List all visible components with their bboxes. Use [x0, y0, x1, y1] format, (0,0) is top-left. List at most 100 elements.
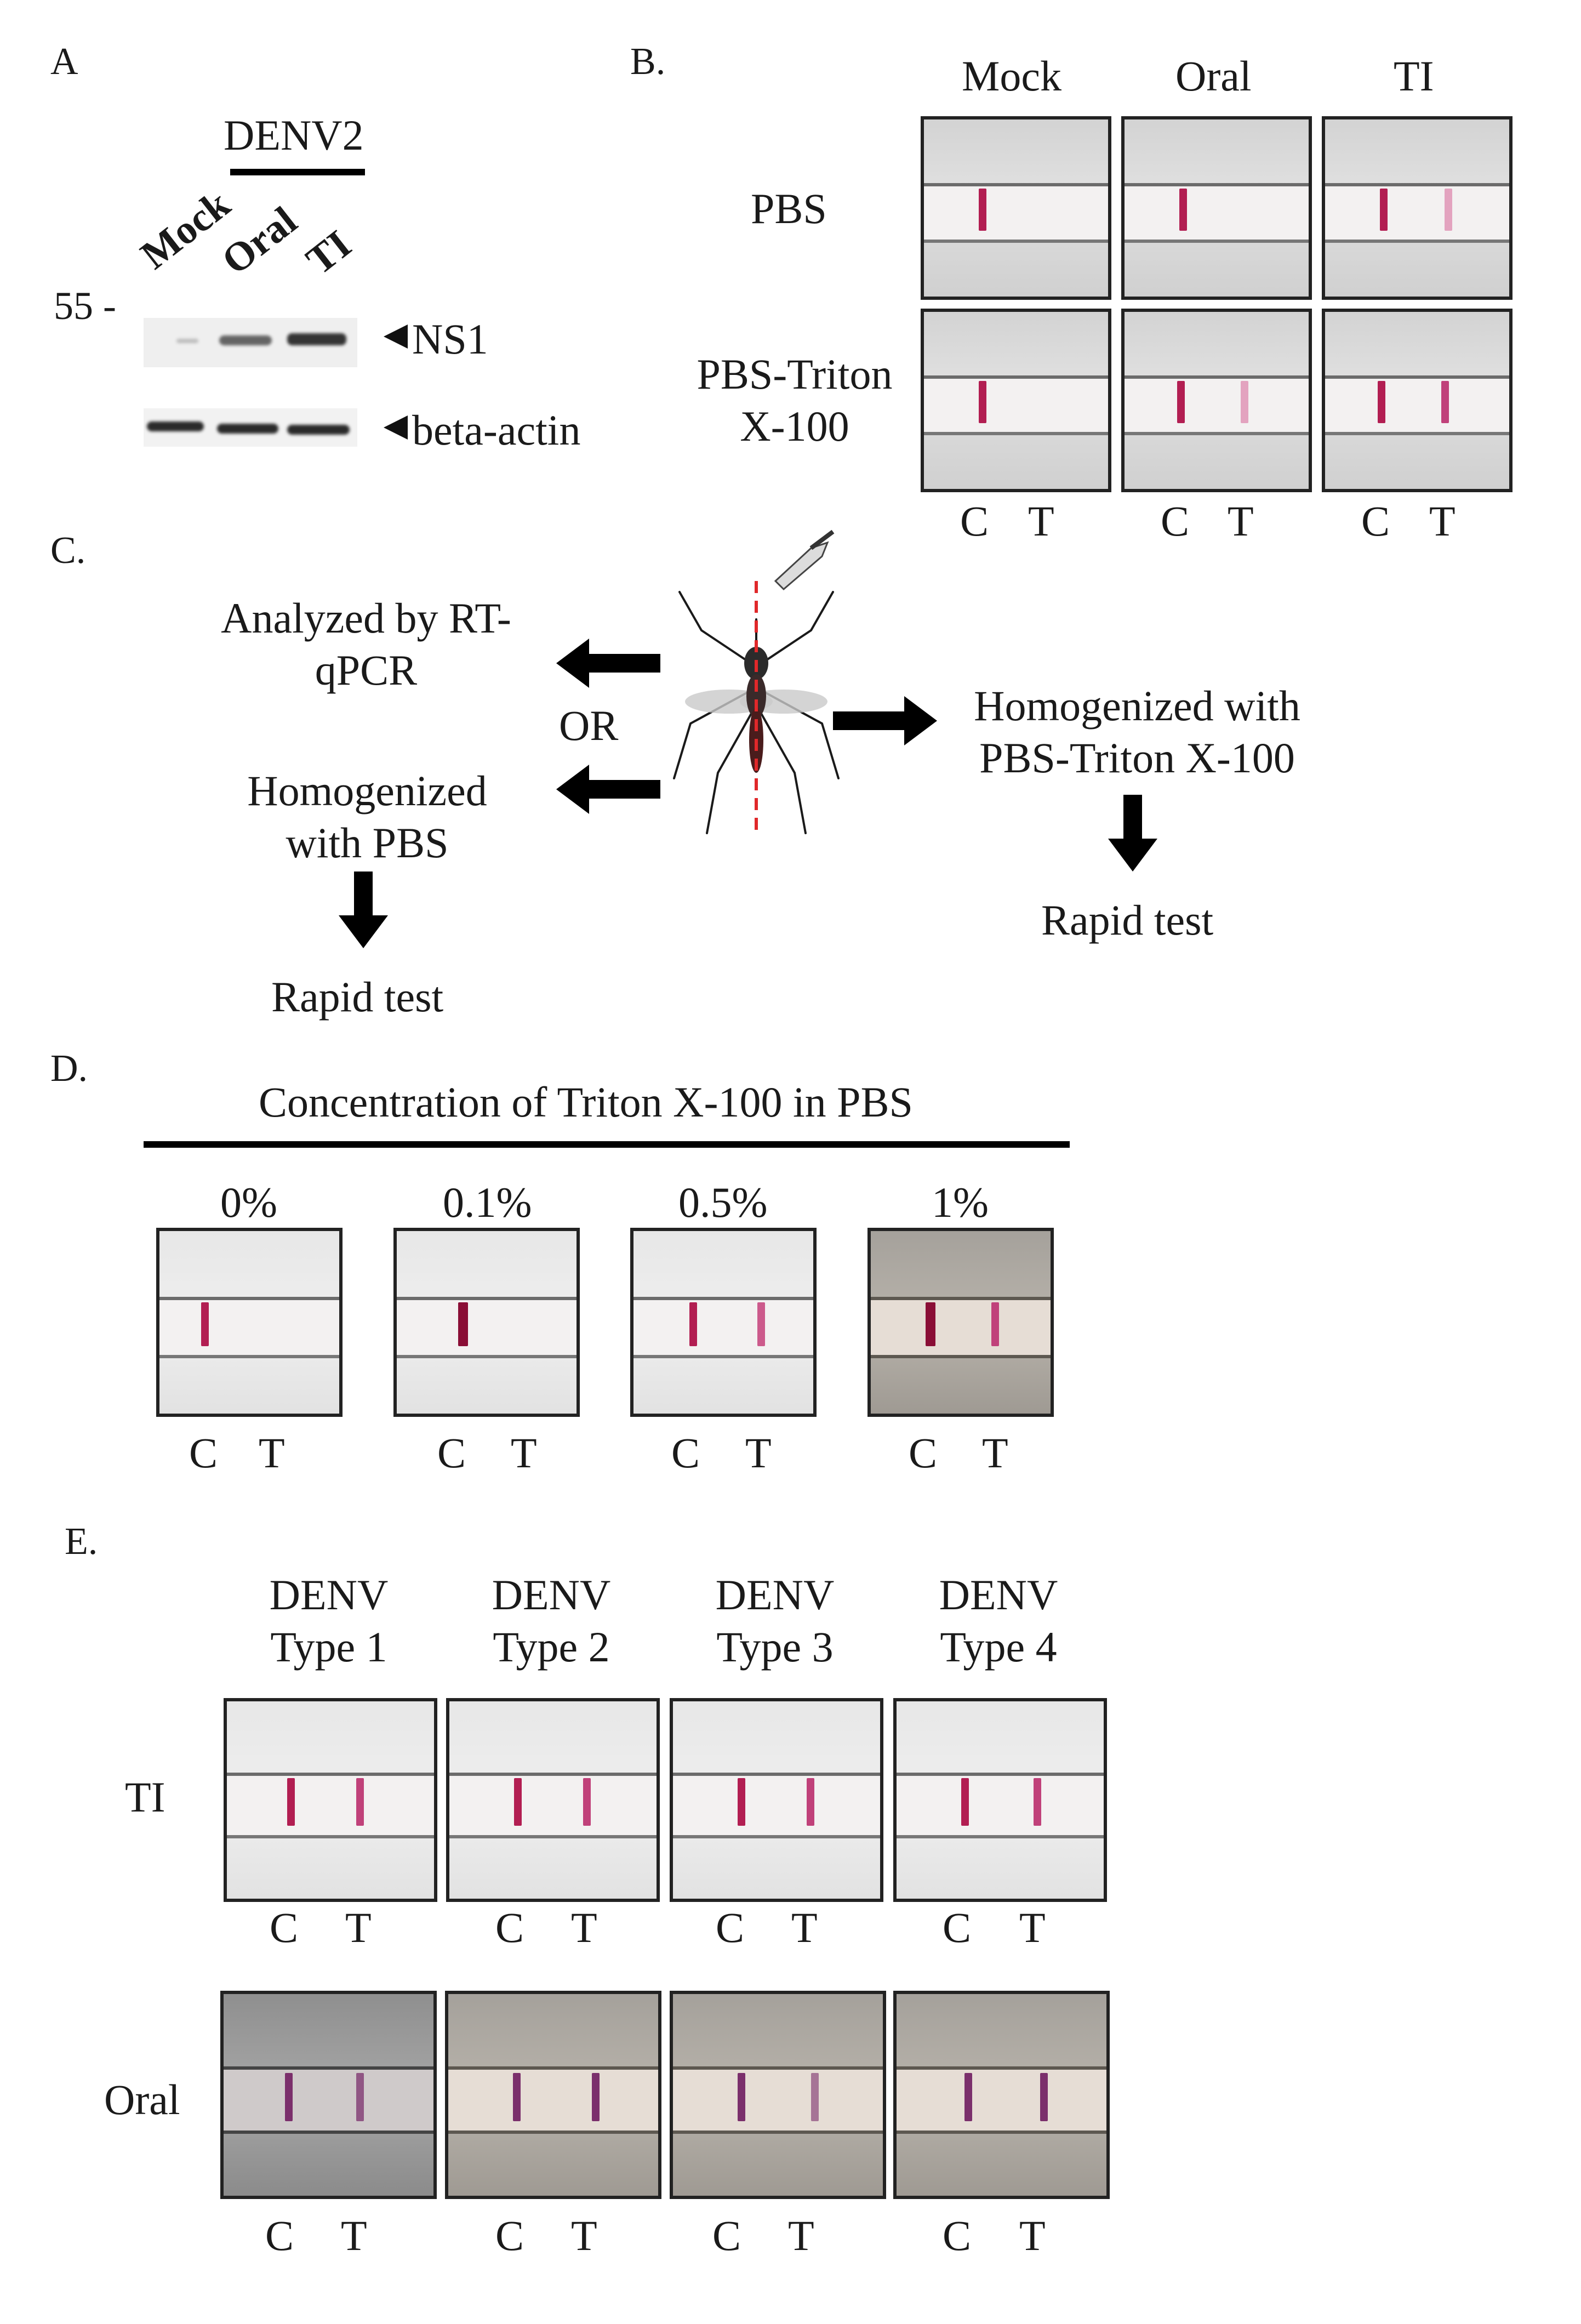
- e-oral-t-label-1: T: [341, 2212, 367, 2259]
- d-c-label-1: C: [189, 1429, 218, 1477]
- cassette-triton-0-5: [630, 1228, 817, 1417]
- cassette-ti-denv1: [224, 1698, 437, 1902]
- cassette-oral-denv2: [445, 1991, 661, 2199]
- actin-band-ti: [287, 425, 350, 435]
- actin-arrow-icon: [384, 415, 408, 440]
- e-ti-t-label-2: T: [571, 1904, 597, 1951]
- b-c-label-3: C: [1361, 497, 1390, 545]
- mosquito-illustration: [673, 529, 840, 834]
- d-c-label-2: C: [437, 1429, 466, 1477]
- cassette-triton-0: [156, 1228, 343, 1417]
- column-denv-type-1: DENV Type 1: [269, 1571, 389, 1671]
- b-t-label-1: T: [1028, 497, 1054, 545]
- panel-e-label: E.: [65, 1520, 98, 1563]
- homogenized-with-pbs: Homogenized with PBS: [247, 767, 487, 867]
- lane-label-mock: Mock: [132, 181, 238, 278]
- d-t-label-3: T: [745, 1429, 772, 1477]
- column-oral: Oral: [1175, 52, 1252, 100]
- column-ti: TI: [1394, 52, 1434, 100]
- cassette-pbs-mock: [921, 116, 1111, 300]
- conc-1: 1%: [932, 1178, 989, 1226]
- row-pbs: PBS: [751, 185, 827, 232]
- cassette-triton-oral: [1121, 309, 1312, 492]
- e-ti-t-label-1: T: [345, 1904, 372, 1951]
- group-bracket: [230, 169, 365, 175]
- band-label-beta-actin: beta-actin: [412, 406, 581, 454]
- cassette-oral-denv4: [893, 1991, 1110, 2199]
- actin-band-oral: [217, 424, 278, 434]
- triton-concentration-title: Concentration of Triton X-100 in PBS: [259, 1078, 913, 1126]
- cassette-oral-denv1: [220, 1991, 437, 2199]
- b-c-label-1: C: [960, 497, 989, 545]
- size-marker: 55 -: [54, 284, 116, 328]
- ns1-band-ti: [287, 333, 346, 345]
- arrow-down-right-icon: [1108, 795, 1157, 872]
- panel-b-label: B.: [630, 41, 666, 83]
- b-c-label-2: C: [1161, 497, 1190, 545]
- e-ti-c-label-2: C: [495, 1904, 524, 1951]
- e-oral-c-label-3: C: [712, 2212, 741, 2259]
- e-oral-c-label-1: C: [265, 2212, 294, 2259]
- panel-c-label: C.: [50, 529, 86, 572]
- e-ti-c-label-4: C: [943, 1904, 972, 1951]
- e-oral-t-label-3: T: [788, 2212, 814, 2259]
- e-oral-c-label-2: C: [495, 2212, 524, 2259]
- or-label: OR: [559, 702, 619, 749]
- cassette-ti-denv2: [446, 1698, 660, 1902]
- b-t-label-2: T: [1228, 497, 1254, 545]
- d-c-label-4: C: [909, 1429, 938, 1477]
- d-t-label-1: T: [259, 1429, 285, 1477]
- e-ti-t-label-3: T: [791, 1904, 818, 1951]
- conc-0-1: 0.1%: [443, 1178, 532, 1226]
- arrow-down-left-icon: [339, 872, 388, 948]
- e-ti-t-label-4: T: [1019, 1904, 1046, 1951]
- lane-label-ti: TI: [298, 221, 360, 284]
- e-ti-c-label-1: C: [270, 1904, 299, 1951]
- e-oral-t-label-2: T: [571, 2212, 597, 2259]
- arrow-left-bottom-icon: [556, 765, 660, 814]
- ns1-band-mock: [176, 339, 198, 343]
- conc-0-5: 0.5%: [678, 1178, 768, 1226]
- cassette-triton-ti: [1322, 309, 1512, 492]
- cassette-ti-denv4: [893, 1698, 1107, 1902]
- cassette-triton-0-1: [393, 1228, 580, 1417]
- ns1-band-oral: [219, 335, 272, 345]
- title-bar: [144, 1141, 1070, 1148]
- western-blot-ns1: [144, 318, 357, 367]
- cassette-pbs-oral: [1121, 116, 1312, 300]
- row-ti: TI: [125, 1773, 165, 1821]
- band-label-ns1: NS1: [412, 315, 488, 363]
- group-label-denv2: DENV2: [224, 111, 364, 159]
- arrow-right-icon: [833, 696, 937, 745]
- e-oral-t-label-4: T: [1019, 2212, 1046, 2259]
- row-oral: Oral: [104, 2076, 180, 2123]
- rapid-test-left: Rapid test: [271, 973, 444, 1021]
- b-t-label-3: T: [1429, 497, 1456, 545]
- ns1-arrow-icon: [384, 324, 408, 349]
- column-denv-type-2: DENV Type 2: [492, 1571, 611, 1671]
- column-denv-type-3: DENV Type 3: [715, 1571, 835, 1671]
- western-blot-actin: [144, 408, 357, 447]
- cassette-triton-mock: [921, 309, 1111, 492]
- cassette-ti-denv3: [670, 1698, 883, 1902]
- e-ti-c-label-3: C: [716, 1904, 745, 1951]
- column-mock: Mock: [962, 52, 1061, 100]
- d-c-label-3: C: [671, 1429, 700, 1477]
- cassette-oral-denv3: [670, 1991, 886, 2199]
- cassette-triton-1: [867, 1228, 1054, 1417]
- panel-a-label: A: [50, 41, 78, 83]
- conc-0: 0%: [220, 1178, 277, 1226]
- actin-band-mock: [147, 421, 204, 431]
- d-t-label-4: T: [982, 1429, 1008, 1477]
- d-t-label-2: T: [511, 1429, 537, 1477]
- arrow-left-top-icon: [556, 639, 660, 688]
- cassette-pbs-ti: [1322, 116, 1512, 300]
- analyzed-by-rtqpcr: Analyzed by RT-qPCR: [221, 594, 511, 694]
- homogenized-with-pbs-triton: Homogenized with PBS-Triton X-100: [974, 682, 1300, 782]
- rapid-test-right: Rapid test: [1041, 896, 1214, 944]
- row-pbs-triton: PBS-Triton X-100: [697, 350, 893, 451]
- column-denv-type-4: DENV Type 4: [939, 1571, 1058, 1671]
- scalpel-icon: [774, 529, 835, 591]
- e-oral-c-label-4: C: [943, 2212, 972, 2259]
- panel-d-label: D.: [50, 1047, 88, 1090]
